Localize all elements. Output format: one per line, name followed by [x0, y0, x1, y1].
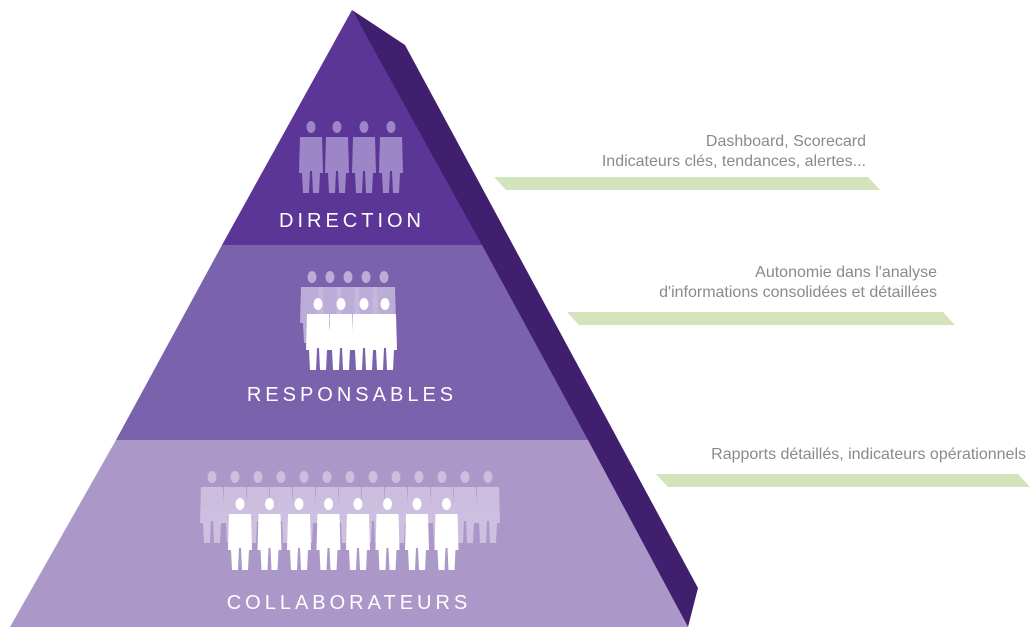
annotation-responsables: Autonomie dans l'analyse d'informations …: [659, 263, 937, 303]
annotation-direction-line2: Indicateurs clés, tendances, alertes...: [601, 153, 866, 170]
person-icon: [375, 498, 400, 570]
person-icon: [346, 498, 370, 570]
person-icon: [329, 298, 353, 370]
annotation-band-responsables: [567, 312, 955, 325]
person-icon: [306, 298, 330, 370]
level-label-collaborateurs: COLLABORATEURS: [226, 592, 472, 614]
person-icon: [352, 298, 376, 370]
level-label-direction: DIRECTION: [279, 210, 425, 232]
person-icon: [316, 498, 341, 570]
person-icon: [476, 471, 500, 543]
person-icon: [299, 121, 323, 193]
pyramid-level-direction: [222, 10, 482, 245]
annotation-band-direction: [494, 177, 880, 190]
annotation-direction: Dashboard, Scorecard Indicateurs clés, t…: [602, 132, 866, 172]
people-group-direction: [299, 121, 403, 193]
people-group-collaborateurs-front: [228, 498, 459, 570]
annotation-responsables-line2: d'informations consolidées et détaillées: [659, 284, 937, 301]
person-icon: [405, 498, 429, 570]
annotation-collaborateurs: Rapports détaillés, indicateurs opératio…: [711, 445, 1026, 465]
annotation-direction-line1: Dashboard, Scorecard: [705, 133, 866, 150]
annotation-collaborateurs-line1: Rapports détaillés, indicateurs opératio…: [711, 446, 1026, 463]
person-icon: [228, 498, 252, 570]
annotation-responsables-line1: Autonomie dans l'analyse: [755, 264, 937, 281]
person-icon: [434, 498, 459, 570]
person-icon: [325, 121, 349, 193]
person-icon: [200, 471, 224, 543]
people-group-responsables-front: [306, 298, 397, 370]
annotation-band-collaborateurs: [656, 474, 1030, 487]
person-icon: [379, 121, 403, 193]
person-icon: [257, 498, 282, 570]
person-icon: [352, 121, 376, 193]
pyramid-side-face: [352, 10, 698, 627]
person-icon: [453, 471, 477, 543]
level-label-responsables: RESPONSABLES: [246, 384, 458, 406]
person-icon: [287, 498, 311, 570]
person-icon: [373, 298, 397, 370]
